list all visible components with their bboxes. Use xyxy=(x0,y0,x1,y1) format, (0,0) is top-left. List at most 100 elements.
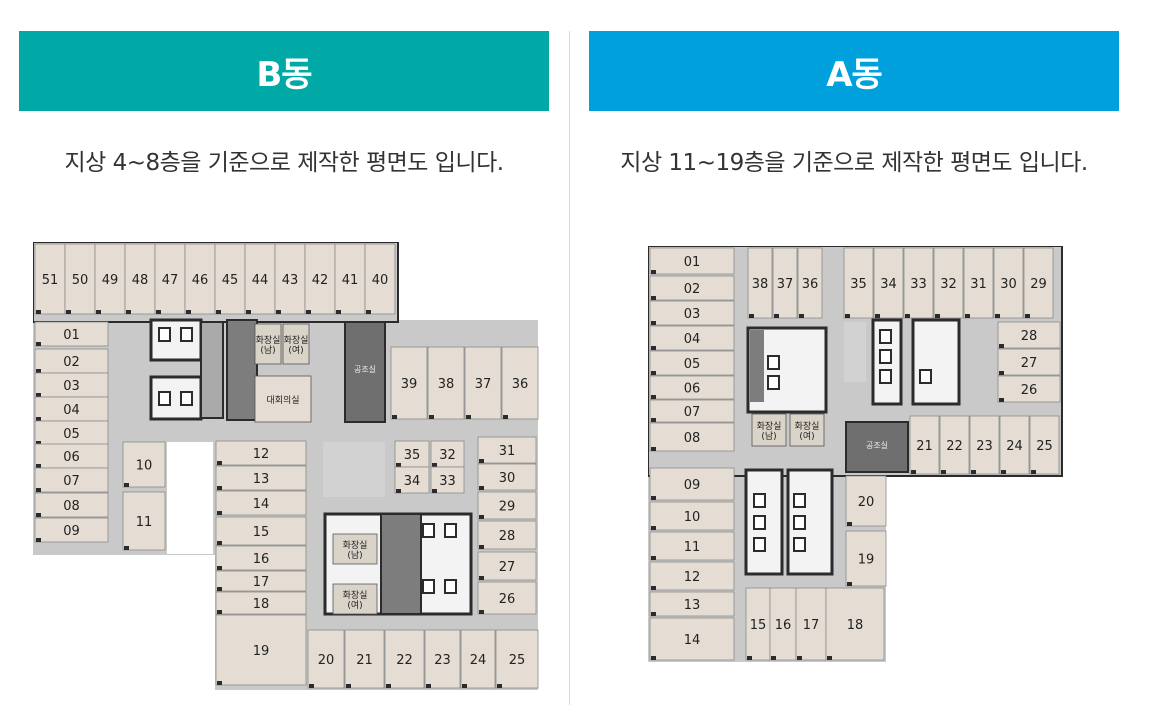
b-room-27: 27 xyxy=(499,560,516,575)
a-room-28-column xyxy=(999,344,1004,348)
b-elevator-6 xyxy=(444,523,457,538)
b-room-20-column xyxy=(309,684,314,688)
b-room-37-column xyxy=(466,415,471,419)
b-restroom-men-1-title: 화장실 xyxy=(256,335,281,346)
a-elevator-10 xyxy=(793,493,806,508)
a-elevator-7 xyxy=(753,493,766,508)
a-room-30-column xyxy=(995,314,1000,318)
b-atrium-void xyxy=(167,442,213,554)
a-room-11: 11 xyxy=(684,540,701,555)
a-room-09: 09 xyxy=(684,478,701,493)
b-room-19: 19 xyxy=(253,644,270,659)
b-room-03: 03 xyxy=(63,379,80,394)
b-room-23-area xyxy=(424,629,461,689)
a-room-07: 07 xyxy=(684,405,701,420)
b-room-43-area xyxy=(274,243,306,315)
a-room-08-column xyxy=(651,447,656,451)
b-room-30: 30 xyxy=(499,471,516,486)
b-room-31: 31 xyxy=(499,444,516,459)
a-room-20-column xyxy=(847,522,852,526)
b-restroom-men-1-sub: (남) xyxy=(260,345,275,356)
b-room-07-column xyxy=(36,488,41,492)
a-elevator-4 xyxy=(879,349,892,364)
a-room-03-column xyxy=(651,321,656,325)
a-room-24: 24 xyxy=(1006,439,1023,454)
b-restroom-women-2-area xyxy=(332,583,378,615)
a-room-23-area xyxy=(969,415,1000,475)
a-room-34: 34 xyxy=(880,277,897,292)
a-room-03-area xyxy=(649,300,735,326)
a-room-34-area xyxy=(873,247,904,319)
b-room-05-column xyxy=(36,441,41,445)
a-room-33-area xyxy=(903,247,934,319)
a-room-12: 12 xyxy=(684,570,701,585)
b-restroom-men-1-area xyxy=(254,323,282,365)
a-room-35-column xyxy=(845,314,850,318)
a-room-09-column xyxy=(651,496,656,500)
b-elevator-2 xyxy=(180,327,193,342)
b-room-41: 41 xyxy=(342,273,359,288)
a-room-31-column xyxy=(965,314,970,318)
b-room-22-area xyxy=(384,629,425,689)
b-room-26-area xyxy=(477,581,537,615)
a-elevator-5 xyxy=(879,369,892,384)
b-conference-label: 대회의실 xyxy=(266,395,299,406)
b-room-35-column xyxy=(396,463,401,467)
b-common-room xyxy=(344,321,386,423)
b-room-45-column xyxy=(216,310,221,314)
b-room-38-area xyxy=(427,346,465,420)
a-room-38-column xyxy=(749,314,754,318)
a-room-29: 29 xyxy=(1030,277,1047,292)
b-room-43-column xyxy=(276,310,281,314)
b-room-30-column xyxy=(479,486,484,490)
b-room-48-area xyxy=(124,243,156,315)
b-room-49: 49 xyxy=(102,273,119,288)
a-room-24-area xyxy=(999,415,1030,475)
a-shaft-1 xyxy=(750,330,764,402)
b-room-13: 13 xyxy=(253,472,270,487)
b-restroom-men-2-area xyxy=(332,533,378,565)
b-room-10: 10 xyxy=(136,459,153,474)
a-room-29-area xyxy=(1023,247,1054,319)
a-room-21-column xyxy=(911,470,916,474)
a-room-35: 35 xyxy=(850,277,867,292)
a-room-20-area xyxy=(845,475,887,527)
a-void-1 xyxy=(844,322,866,382)
b-room-30-area xyxy=(477,463,537,491)
b-room-25-area xyxy=(495,629,539,689)
a-room-31: 31 xyxy=(970,277,987,292)
b-room-09-area xyxy=(34,517,109,543)
a-room-30-area xyxy=(993,247,1024,319)
b-room-50-column xyxy=(66,310,71,314)
a-common-room xyxy=(845,421,909,473)
b-room-36: 36 xyxy=(512,377,529,392)
b-room-25: 25 xyxy=(509,653,526,668)
building-b-subtitle: 지상 4~8층을 기준으로 제작한 평면도 입니다. xyxy=(64,150,504,176)
b-room-01-column xyxy=(36,342,41,346)
a-room-12-column xyxy=(651,586,656,590)
b-conference-area xyxy=(254,375,312,423)
b-room-20-area xyxy=(307,629,345,689)
a-room-13-column xyxy=(651,612,656,616)
a-room-20: 20 xyxy=(858,495,875,510)
b-room-26: 26 xyxy=(499,592,516,607)
b-shaft-1 xyxy=(226,319,258,421)
a-room-17-area xyxy=(795,587,827,661)
b-room-42-column xyxy=(306,310,311,314)
a-room-34-column xyxy=(875,314,880,318)
a-room-01-area xyxy=(649,247,735,275)
a-room-26-area xyxy=(997,375,1061,403)
a-room-18-column xyxy=(827,656,832,660)
a-room-21: 21 xyxy=(916,439,933,454)
b-room-51-column xyxy=(36,310,41,314)
a-room-12-area xyxy=(649,561,735,591)
b-room-35: 35 xyxy=(404,448,421,463)
a-room-25: 25 xyxy=(1036,439,1053,454)
a-room-36: 36 xyxy=(802,277,819,292)
a-room-15: 15 xyxy=(750,618,767,633)
b-room-12: 12 xyxy=(253,447,270,462)
b-room-21-column xyxy=(346,684,351,688)
b-room-26-column xyxy=(479,610,484,614)
a-room-05-area xyxy=(649,350,735,376)
